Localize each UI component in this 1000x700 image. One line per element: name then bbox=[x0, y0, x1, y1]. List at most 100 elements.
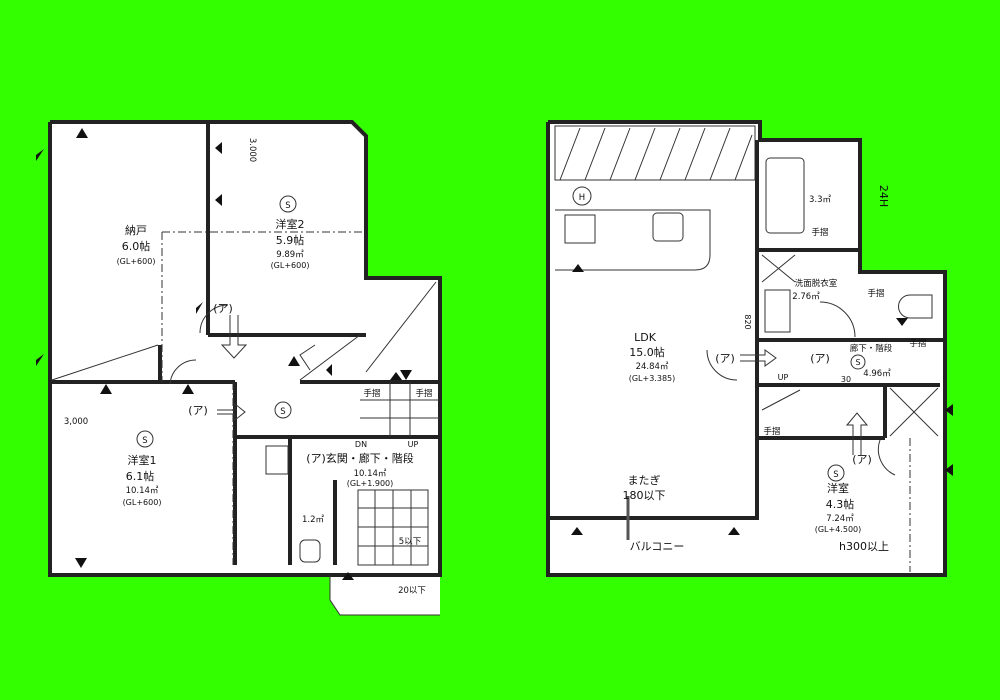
stair-up-label: UP bbox=[778, 373, 789, 382]
second-floor-area bbox=[548, 122, 945, 575]
door-label: (ア) bbox=[213, 302, 233, 315]
kitchen-counter bbox=[555, 209, 711, 271]
entrance-porch bbox=[330, 575, 440, 615]
room2-mark: S bbox=[285, 201, 290, 211]
stair-line bbox=[761, 389, 801, 411]
room-name-entrance: (ア)玄関・廊下・階段 bbox=[306, 451, 414, 465]
step-height-label: 20以下 bbox=[398, 586, 426, 596]
room-mark: S bbox=[833, 470, 838, 480]
room-level-storage: (GL+600) bbox=[117, 257, 156, 266]
dimension-vertical: 3.000 bbox=[247, 138, 257, 162]
room-size-ldk: 15.0帖 bbox=[629, 346, 665, 359]
toilet-icon bbox=[299, 539, 321, 563]
second-floor-plan bbox=[546, 120, 947, 577]
room-name-washroom: 洗面脱衣室 bbox=[795, 278, 838, 289]
arrow-icon bbox=[740, 349, 777, 367]
arrow-icon bbox=[220, 315, 248, 359]
storage-mark-icon bbox=[136, 430, 154, 448]
dimension-30: 30 bbox=[841, 375, 851, 384]
porch-outline bbox=[329, 575, 440, 616]
window-triangles bbox=[36, 128, 953, 580]
balcony-label: バルコニー bbox=[630, 540, 685, 553]
sill-height-label: h300以上 bbox=[839, 540, 889, 553]
handrail-label: 手摺 bbox=[909, 338, 926, 349]
wash-basin-icon bbox=[764, 289, 791, 333]
handrail-label: 手摺 bbox=[811, 227, 828, 238]
room-level-room2: (GL+600) bbox=[271, 261, 310, 270]
room-area-washroom: 2.76㎡ bbox=[792, 292, 820, 302]
bathtub-icon bbox=[765, 157, 805, 234]
handrail-label: 手摺 bbox=[415, 388, 432, 399]
room-name-room1: 洋室1 bbox=[128, 453, 157, 467]
door-label: (ア) bbox=[715, 352, 735, 365]
handrail-label: 手摺 bbox=[867, 288, 884, 299]
room1-mark: S bbox=[142, 436, 147, 446]
room-area-corridor: 4.96㎡ bbox=[863, 369, 891, 379]
hall-mark: S bbox=[280, 407, 285, 417]
dimension-820: 820 bbox=[743, 314, 752, 329]
room-level-entrance: (GL+1.900) bbox=[347, 479, 394, 488]
room-size-room1: 6.1帖 bbox=[126, 470, 155, 483]
stair-line bbox=[365, 281, 437, 373]
outer-wall bbox=[48, 120, 442, 577]
door-label: (ア) bbox=[188, 404, 208, 417]
handrail-label: 手摺 bbox=[763, 426, 780, 437]
handrail-label: 手摺 bbox=[363, 388, 380, 399]
floor-heating-icon bbox=[572, 186, 592, 206]
door-swing bbox=[819, 301, 856, 338]
room-size-western: 4.3帖 bbox=[826, 498, 855, 511]
stair-line bbox=[51, 344, 159, 381]
bath-area: 3.3㎡ bbox=[809, 195, 832, 205]
stair-treads bbox=[360, 382, 440, 437]
door-label: (ア) bbox=[810, 352, 830, 365]
ventilation-24h-label: 24H bbox=[877, 185, 890, 207]
room-level-room1: (GL+600) bbox=[123, 498, 162, 507]
stair-line bbox=[299, 334, 361, 381]
corridor-mark: S bbox=[855, 358, 860, 367]
second-floor-labels: H LDK 15.0帖 24.84㎡ (GL+3.385) 3.3㎡ 手摺 24… bbox=[572, 185, 927, 553]
storage-mark-icon bbox=[279, 195, 297, 213]
room-size-storage: 6.0帖 bbox=[122, 240, 151, 253]
door-swing bbox=[169, 359, 197, 385]
first-floor-labels: 納戸 6.0帖 (GL+600) S 洋室2 5.9帖 9.89㎡ (GL+60… bbox=[64, 138, 433, 596]
toilet-area: 1.2㎡ bbox=[302, 515, 325, 525]
room-size-room2: 5.9帖 bbox=[276, 234, 305, 247]
kitchen-sink-icon bbox=[652, 212, 684, 242]
room-area-room1: 10.14㎡ bbox=[126, 486, 159, 496]
sink-icon bbox=[265, 445, 289, 475]
arrow-icon bbox=[217, 402, 246, 422]
room-name-storage: 納戸 bbox=[125, 224, 147, 237]
room-area-room2: 9.89㎡ bbox=[276, 250, 304, 260]
door-swing bbox=[706, 349, 738, 381]
first-floor-area bbox=[50, 122, 440, 575]
door-swing bbox=[877, 439, 896, 476]
storage-mark-icon bbox=[274, 401, 292, 419]
storage-mark-icon bbox=[850, 354, 866, 370]
straddle-height-label: 180以下 bbox=[623, 489, 666, 502]
room-name-western: 洋室 bbox=[827, 481, 849, 495]
stove-icon bbox=[564, 214, 596, 244]
stair-line bbox=[889, 387, 939, 437]
room-name-corridor: 廊下・階段 bbox=[850, 343, 893, 354]
outer-wall bbox=[546, 120, 947, 577]
door-swing bbox=[299, 344, 316, 371]
arrow-icon bbox=[845, 412, 869, 455]
room-level-ldk: (GL+3.385) bbox=[629, 374, 676, 383]
straddle-label: またぎ bbox=[628, 473, 661, 487]
room-area-entrance: 10.14㎡ bbox=[354, 469, 387, 479]
dimension-horizontal: 3,000 bbox=[64, 417, 88, 427]
room-name-ldk: LDK bbox=[634, 331, 657, 344]
room-area-western: 7.24㎡ bbox=[826, 514, 854, 524]
door-label: (ア) bbox=[852, 453, 872, 466]
storage-cross bbox=[761, 254, 796, 283]
room-area-ldk: 24.84㎡ bbox=[636, 362, 669, 372]
stair-up-label: UP bbox=[408, 440, 419, 449]
heater-mark: H bbox=[579, 193, 585, 203]
door-swing bbox=[199, 304, 229, 334]
room-name-room2: 洋室2 bbox=[276, 217, 305, 231]
toilet-icon bbox=[898, 294, 933, 319]
first-floor-plan bbox=[48, 120, 442, 616]
step-height-label: 5以下 bbox=[399, 537, 422, 547]
